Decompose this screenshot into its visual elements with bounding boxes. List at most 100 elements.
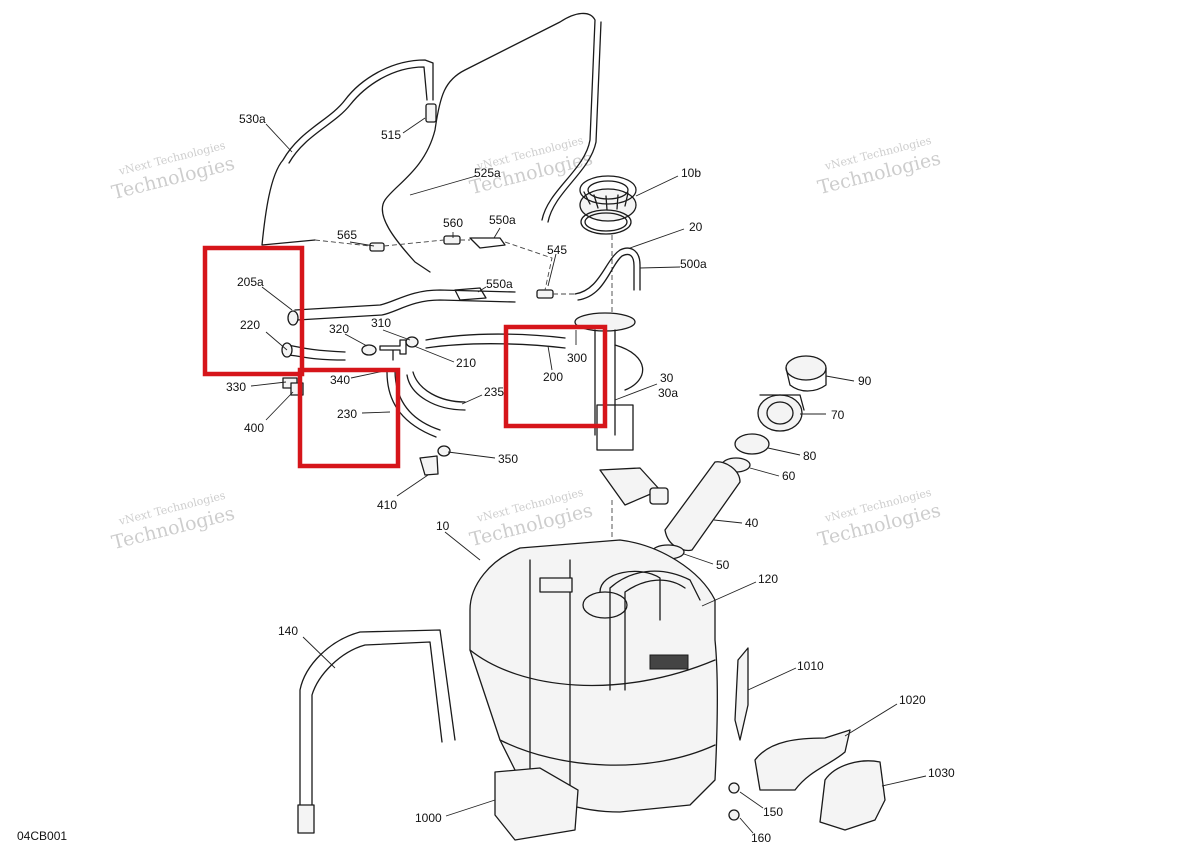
callout-320: 320: [329, 322, 349, 336]
strap-140-tab: [297, 804, 315, 834]
hose-220: [284, 344, 346, 353]
callout-525a: 525a: [474, 166, 501, 180]
seal-20-inner: [584, 212, 628, 232]
routing-dash: [314, 239, 553, 291]
callout-90: 90: [858, 374, 872, 388]
shield-1020: [754, 729, 851, 791]
watermark: vNext Technologies Technologies: [110, 139, 237, 204]
watermark: vNext Technologies Technologies: [816, 486, 943, 551]
callout-310: 310: [371, 316, 391, 330]
leader-lines: [250, 117, 927, 834]
hose-205a-inner: [296, 299, 516, 321]
highlight-box-230[interactable]: [297, 367, 401, 469]
strap-120: [609, 570, 701, 691]
shield-1010: [734, 647, 749, 741]
tee-fitting: [379, 339, 407, 361]
callout-340: 340: [330, 373, 350, 387]
watermark: vNext Technologies Technologies: [816, 134, 943, 199]
hose-210: [425, 333, 566, 341]
connector-515: [425, 103, 437, 123]
callout-1020: 1020: [899, 693, 926, 707]
clamp-320: [361, 344, 377, 356]
callout-80: 80: [803, 449, 817, 463]
callout-400: 400: [244, 421, 264, 435]
filler-cap-90: [785, 355, 827, 392]
hose-end: [287, 310, 299, 326]
callout-10: 10: [436, 519, 450, 533]
callout-205a: 205a: [237, 275, 264, 289]
callout-235: 235: [484, 385, 504, 399]
vent-hose-525a-inner: [547, 21, 602, 223]
callout-200: 200: [543, 370, 563, 384]
callout-150: 150: [763, 805, 783, 819]
callout-565: 565: [337, 228, 357, 242]
callout-1030: 1030: [928, 766, 955, 780]
callout-20: 20: [689, 220, 703, 234]
shield-1000: [494, 767, 579, 841]
hose-230: [394, 369, 441, 431]
callout-300: 300: [567, 351, 587, 365]
hose-235-b: [412, 371, 466, 403]
callout-550a-lower: 550a: [486, 277, 513, 291]
callout-labels: 530a 515 525a 10b 20 560 550a 565 545 50…: [17, 112, 955, 845]
callout-30: 30: [660, 371, 674, 385]
hose-210-b: [425, 343, 566, 349]
clamp-350: [437, 445, 451, 457]
callout-550a-upper: 550a: [489, 213, 516, 227]
lock-ring-10b: [579, 175, 637, 222]
callout-515: 515: [381, 128, 401, 142]
watermark: vNext Technologies Technologies: [110, 489, 237, 554]
connector-565: [369, 242, 385, 252]
callout-10b: 10b: [681, 166, 701, 180]
callout-70: 70: [831, 408, 845, 422]
strap-140: [299, 629, 456, 816]
vent-hose-530a: [261, 59, 434, 246]
callout-40: 40: [745, 516, 759, 530]
callout-350: 350: [498, 452, 518, 466]
hose-230-b: [386, 371, 437, 438]
hose-205a: [294, 289, 516, 311]
fuel-pump-30: [574, 312, 669, 506]
cover-1030: [819, 760, 886, 831]
parts-layer: [261, 12, 886, 841]
vent-hose-530a-inner: [288, 66, 428, 164]
callout-330: 330: [226, 380, 246, 394]
callout-60: 60: [782, 469, 796, 483]
elbow-410: [419, 455, 439, 476]
callout-500a: 500a: [680, 257, 707, 271]
filler-neck-70: [757, 394, 805, 432]
highlight-box-220[interactable]: [202, 245, 305, 377]
hose-500a: [574, 247, 641, 295]
hose-500a-inner: [577, 253, 635, 301]
nut-150: [728, 782, 740, 794]
callout-30a: 30a: [658, 386, 678, 400]
callout-530a: 530a: [239, 112, 266, 126]
callout-410: 410: [377, 498, 397, 512]
vent-hose-525a: [381, 12, 596, 273]
hose-220-b: [284, 354, 346, 361]
highlight-box-200[interactable]: [503, 324, 608, 429]
hose-235: [406, 374, 466, 411]
highlight-boxes: [202, 245, 608, 469]
callout-160: 160: [751, 831, 771, 845]
diagram-code: 04CB001: [17, 829, 67, 843]
callout-140: 140: [278, 624, 298, 638]
hose-550a-lower: [454, 287, 487, 301]
watermark-layer: vNext Technologies Technologies vNext Te…: [110, 134, 943, 554]
callout-120: 120: [758, 572, 778, 586]
callout-545: 545: [547, 243, 567, 257]
callout-1000: 1000: [415, 811, 442, 825]
callout-1010: 1010: [797, 659, 824, 673]
clamp-310: [405, 336, 419, 348]
callout-230: 230: [337, 407, 357, 421]
hose-550a-upper: [469, 237, 506, 249]
watermark: vNext Technologies Technologies: [468, 486, 595, 551]
clamp-80: [734, 433, 770, 455]
connector-545: [536, 289, 554, 299]
callout-560: 560: [443, 216, 463, 230]
callout-220: 220: [240, 318, 260, 332]
seal-20: [580, 209, 632, 235]
filler-hose-40: [664, 461, 741, 552]
fuel-tank-10: [469, 539, 718, 813]
